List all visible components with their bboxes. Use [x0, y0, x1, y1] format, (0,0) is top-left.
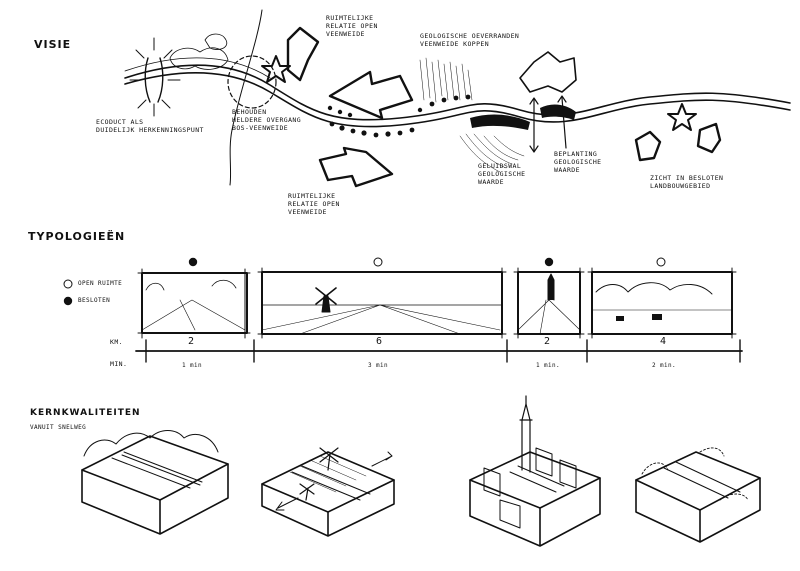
legend-besloten-marker	[63, 296, 73, 306]
scale-min-value: 1 min	[182, 362, 203, 369]
star-icon	[667, 103, 697, 131]
kern-block	[635, 447, 761, 543]
section-subtitle: VANUIT SNELWEG	[30, 424, 87, 431]
section-title-kernkwaliteiten: KERNKWALITEITEN	[30, 408, 141, 418]
forest-cluster	[169, 33, 229, 70]
scale-min-value: 3 min	[368, 362, 389, 369]
label-geluidswal: GELUIDSWAL GEOLOGISCHE WAARDE	[478, 162, 526, 187]
typology-panel	[513, 267, 585, 339]
reed-hatching	[419, 57, 525, 173]
kern-block	[261, 451, 395, 537]
scale-km-value: 6	[376, 336, 383, 347]
scale-km-value: 2	[188, 336, 195, 347]
church-tower-icon	[547, 273, 555, 301]
typology-marker-open	[373, 257, 383, 267]
typology-panel	[257, 267, 507, 339]
legend-open-marker	[63, 279, 73, 289]
label-ecoduct: ECODUCT ALS DUIDELIJK HERKENNINGSPUNT	[96, 118, 204, 135]
label-behouden: BEHOUDEN HELDERE OVERGANG BOS-VEENWEIDE	[232, 108, 302, 133]
ecoduct-icon	[129, 37, 181, 117]
arrow-icon	[519, 51, 577, 93]
typology-marker-open	[656, 257, 666, 267]
church-tower-icon	[519, 395, 533, 473]
legend-open-label: OPEN RUIMTE	[78, 280, 123, 287]
typology-panel	[587, 267, 737, 339]
scale-km-label: KM.	[110, 338, 123, 346]
scale-km-value: 2	[544, 336, 551, 347]
kern-block	[469, 447, 601, 547]
motorway-line	[124, 57, 791, 128]
cow-icon	[616, 314, 662, 321]
section-title-typologieen: TYPOLOGIEËN	[28, 230, 126, 243]
scale-min-label: MIN.	[110, 360, 128, 368]
scale-min-value: 1 min.	[536, 362, 561, 369]
vertical-arrows	[529, 95, 567, 153]
scale-bar	[135, 339, 743, 363]
scale-min-value: 2 min.	[652, 362, 677, 369]
section-title-visie: VISIE	[34, 38, 72, 51]
dark-forest-strip	[470, 104, 576, 130]
typology-marker-besloten	[544, 257, 554, 267]
arrow-icon	[634, 130, 662, 162]
legend-besloten-label: BESLOTEN	[78, 297, 111, 304]
label-beplanting: BEPLANTING GEOLOGISCHE WAARDE	[554, 150, 602, 175]
typology-markers	[188, 257, 666, 267]
typology-marker-besloten	[188, 257, 198, 267]
typology-panel	[137, 268, 251, 339]
arrow-icon	[318, 146, 394, 188]
side-road	[229, 9, 263, 186]
label-geologische: GEOLOGISCHE OEVERRANDEN VEENWEIDE KOPPEN	[420, 32, 520, 49]
label-zicht: ZICHT IN BESLOTEN LANDBOUWGEBIED	[650, 174, 724, 191]
transition-circle	[227, 55, 277, 109]
label-ruimtelijk-top: RUIMTELIJKE RELATIE OPEN VEENWEIDE	[326, 14, 378, 39]
scale-km-value: 4	[660, 336, 667, 347]
arrow-icon	[328, 70, 414, 120]
star-icon	[261, 55, 291, 83]
windmill-icon	[315, 287, 337, 313]
tree-dots	[327, 94, 471, 138]
arrow-icon	[286, 26, 320, 82]
arrow-icon	[696, 122, 722, 154]
label-ruimtelijk-bottom: RUIMTELIJKE RELATIE OPEN VEENWEIDE	[288, 192, 340, 217]
kern-block	[81, 430, 229, 535]
windmill-icon	[299, 447, 339, 501]
